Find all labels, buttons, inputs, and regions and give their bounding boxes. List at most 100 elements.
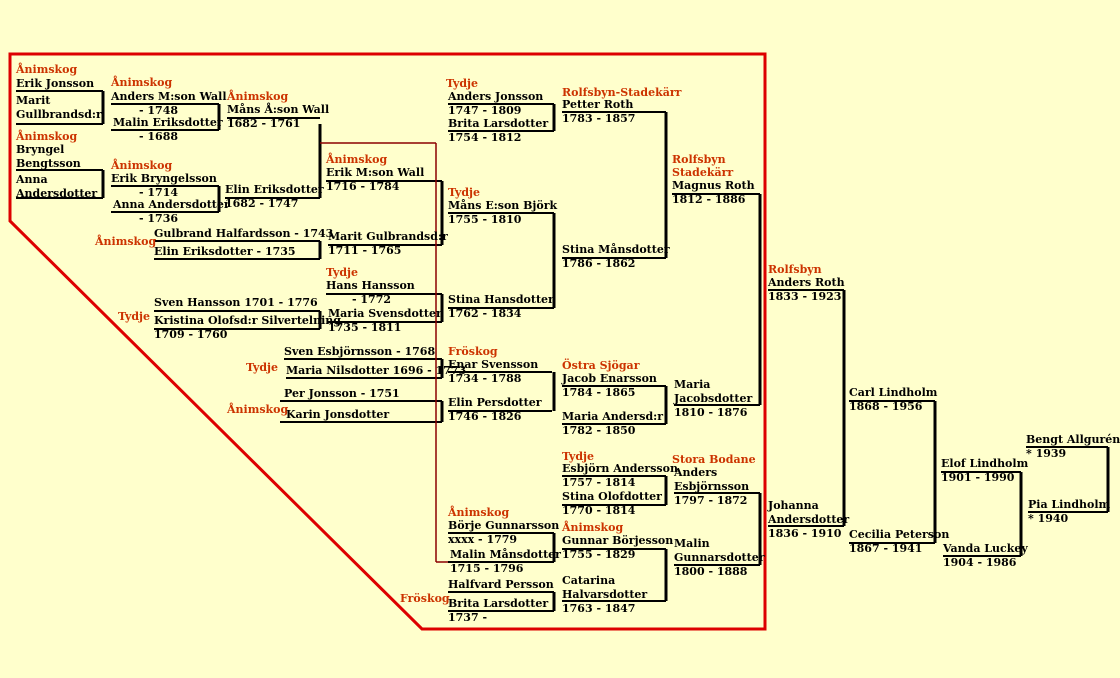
person-line: 1904 - 1986 — [943, 556, 1017, 569]
person-anders-mson-wall: Anders M:son Wall- 1748 — [110, 90, 227, 117]
person-line: 1711 - 1765 — [328, 244, 401, 257]
person-line: Cecilia Peterson — [849, 528, 949, 541]
person-line: Maria — [674, 378, 710, 391]
person-malin-eriksdotter: Malin Eriksdotter- 1688 — [113, 116, 223, 143]
person-line: Måns Å:son Wall — [227, 102, 329, 116]
place-label-froskog-2: Fröskog — [400, 592, 450, 605]
place-label-animskog-3: Ånimskog — [226, 89, 289, 103]
person-line: 1782 - 1850 — [562, 424, 636, 437]
place-label-rolfsbyn-stadekarr-3: Stadekärr — [672, 166, 733, 179]
place-label-stora-bodane: Stora Bodane — [672, 453, 756, 466]
person-bengt-allguren: Bengt Allgurén* 1939 — [1026, 433, 1120, 460]
person-line: Anna — [15, 173, 48, 186]
person-line: Sven Esbjörnsson - 1768 — [284, 345, 435, 358]
person-line: - 1714 — [139, 186, 178, 199]
person-line: * 1939 — [1026, 447, 1066, 460]
person-line: Bengt Allgurén — [1026, 433, 1120, 446]
person-karin-jonsdotter: Karin Jonsdotter — [286, 408, 389, 421]
person-line: 1810 - 1876 — [674, 406, 748, 419]
person-line: Bryngel — [16, 143, 64, 156]
person-line: * 1940 — [1028, 512, 1069, 525]
person-elin-eriksdotter-1735: Elin Eriksdotter - 1735 — [154, 245, 296, 258]
person-line: Bengtsson — [16, 157, 81, 170]
person-line: Andersdotter — [15, 187, 97, 200]
person-line: 1867 - 1941 — [849, 542, 922, 555]
person-line: Malin — [674, 537, 710, 550]
place-label-animskog-5: Ånimskog — [110, 158, 173, 172]
person-line: Maria Andersd:r — [562, 410, 663, 423]
person-line: 1770 - 1814 — [562, 504, 636, 517]
person-line: Erik M:son Wall — [326, 166, 424, 179]
place-label-tydje-3: Tydje — [326, 266, 358, 279]
person-line: 1682 - 1747 — [225, 197, 298, 210]
person-line: Börje Gunnarsson — [448, 519, 559, 532]
person-anna-andersdotter-2: Anna Andersdotter- 1736 — [112, 198, 230, 225]
place-label-tydje-4: Tydje — [118, 310, 150, 323]
person-line: 1682 - 1761 — [227, 117, 300, 130]
place-label-animskog-8: Ånimskog — [226, 402, 289, 416]
place-label-rolfsbyn-stadekarr-2: Rolfsbyn — [672, 153, 726, 166]
person-line: xxxx - 1779 — [448, 533, 517, 546]
connector-lines — [16, 90, 1110, 612]
person-line: 1746 - 1826 — [448, 410, 522, 423]
person-gulbrand-halfardsson: Gulbrand Halfardsson - 1743 — [154, 227, 333, 240]
person-line: Halfvard Persson — [448, 578, 554, 591]
person-pia-lindholm: Pia Lindholm* 1940 — [1028, 498, 1111, 525]
person-line: Maria Nilsdotter 1696 - 1773 — [286, 364, 466, 377]
person-line: 1784 - 1865 — [562, 386, 635, 399]
person-line: Esbjörn Andersson — [562, 462, 678, 475]
person-line: 1763 - 1847 — [562, 602, 635, 615]
person-line: Elin Persdotter — [448, 396, 542, 409]
place-label-animskog-10: Ånimskog — [561, 520, 624, 534]
place-label-rolfsbyn-stadekarr-1: Rolfsbyn-Stadekärr — [562, 86, 682, 99]
place-label-tydje-6: Tydje — [562, 450, 594, 463]
person-line: 1755 - 1829 — [562, 548, 635, 561]
person-line: Marit — [16, 94, 51, 107]
person-line: Maria Svensdotter — [328, 307, 442, 320]
place-label-tydje-2: Tydje — [448, 186, 480, 199]
place-label-animskog-7: Ånimskog — [94, 234, 157, 248]
person-line: Stina Olofdotter — [562, 490, 662, 503]
place-label-ostra-sjogar: Östra Sjögar — [562, 358, 640, 372]
person-line: Gulbrand Halfardsson - 1743 — [154, 227, 333, 240]
person-line: Hans Hansson — [326, 279, 415, 292]
person-line: Malin Eriksdotter — [113, 116, 223, 129]
person-line: Brita Larsdotter — [448, 117, 548, 130]
person-line: 1797 - 1872 — [674, 494, 747, 507]
person-line: Erik Bryngelsson — [111, 172, 217, 185]
person-line: Pia Lindholm — [1028, 498, 1111, 511]
person-hans-hansson: Hans Hansson- 1772 — [326, 279, 415, 306]
person-line: Stina Hansdotter — [448, 293, 554, 306]
person-line: Carl Lindholm — [849, 386, 938, 399]
person-line: Per Jonsson - 1751 — [284, 387, 400, 400]
person-line: Gunnarsdotter — [674, 551, 765, 564]
person-maria-nilsdotter: Maria Nilsdotter 1696 - 1773 — [286, 364, 466, 377]
person-line: 1709 - 1760 — [154, 328, 228, 341]
person-line: 1755 - 1810 — [448, 213, 522, 226]
place-label-froskog-1: Fröskog — [448, 345, 498, 358]
